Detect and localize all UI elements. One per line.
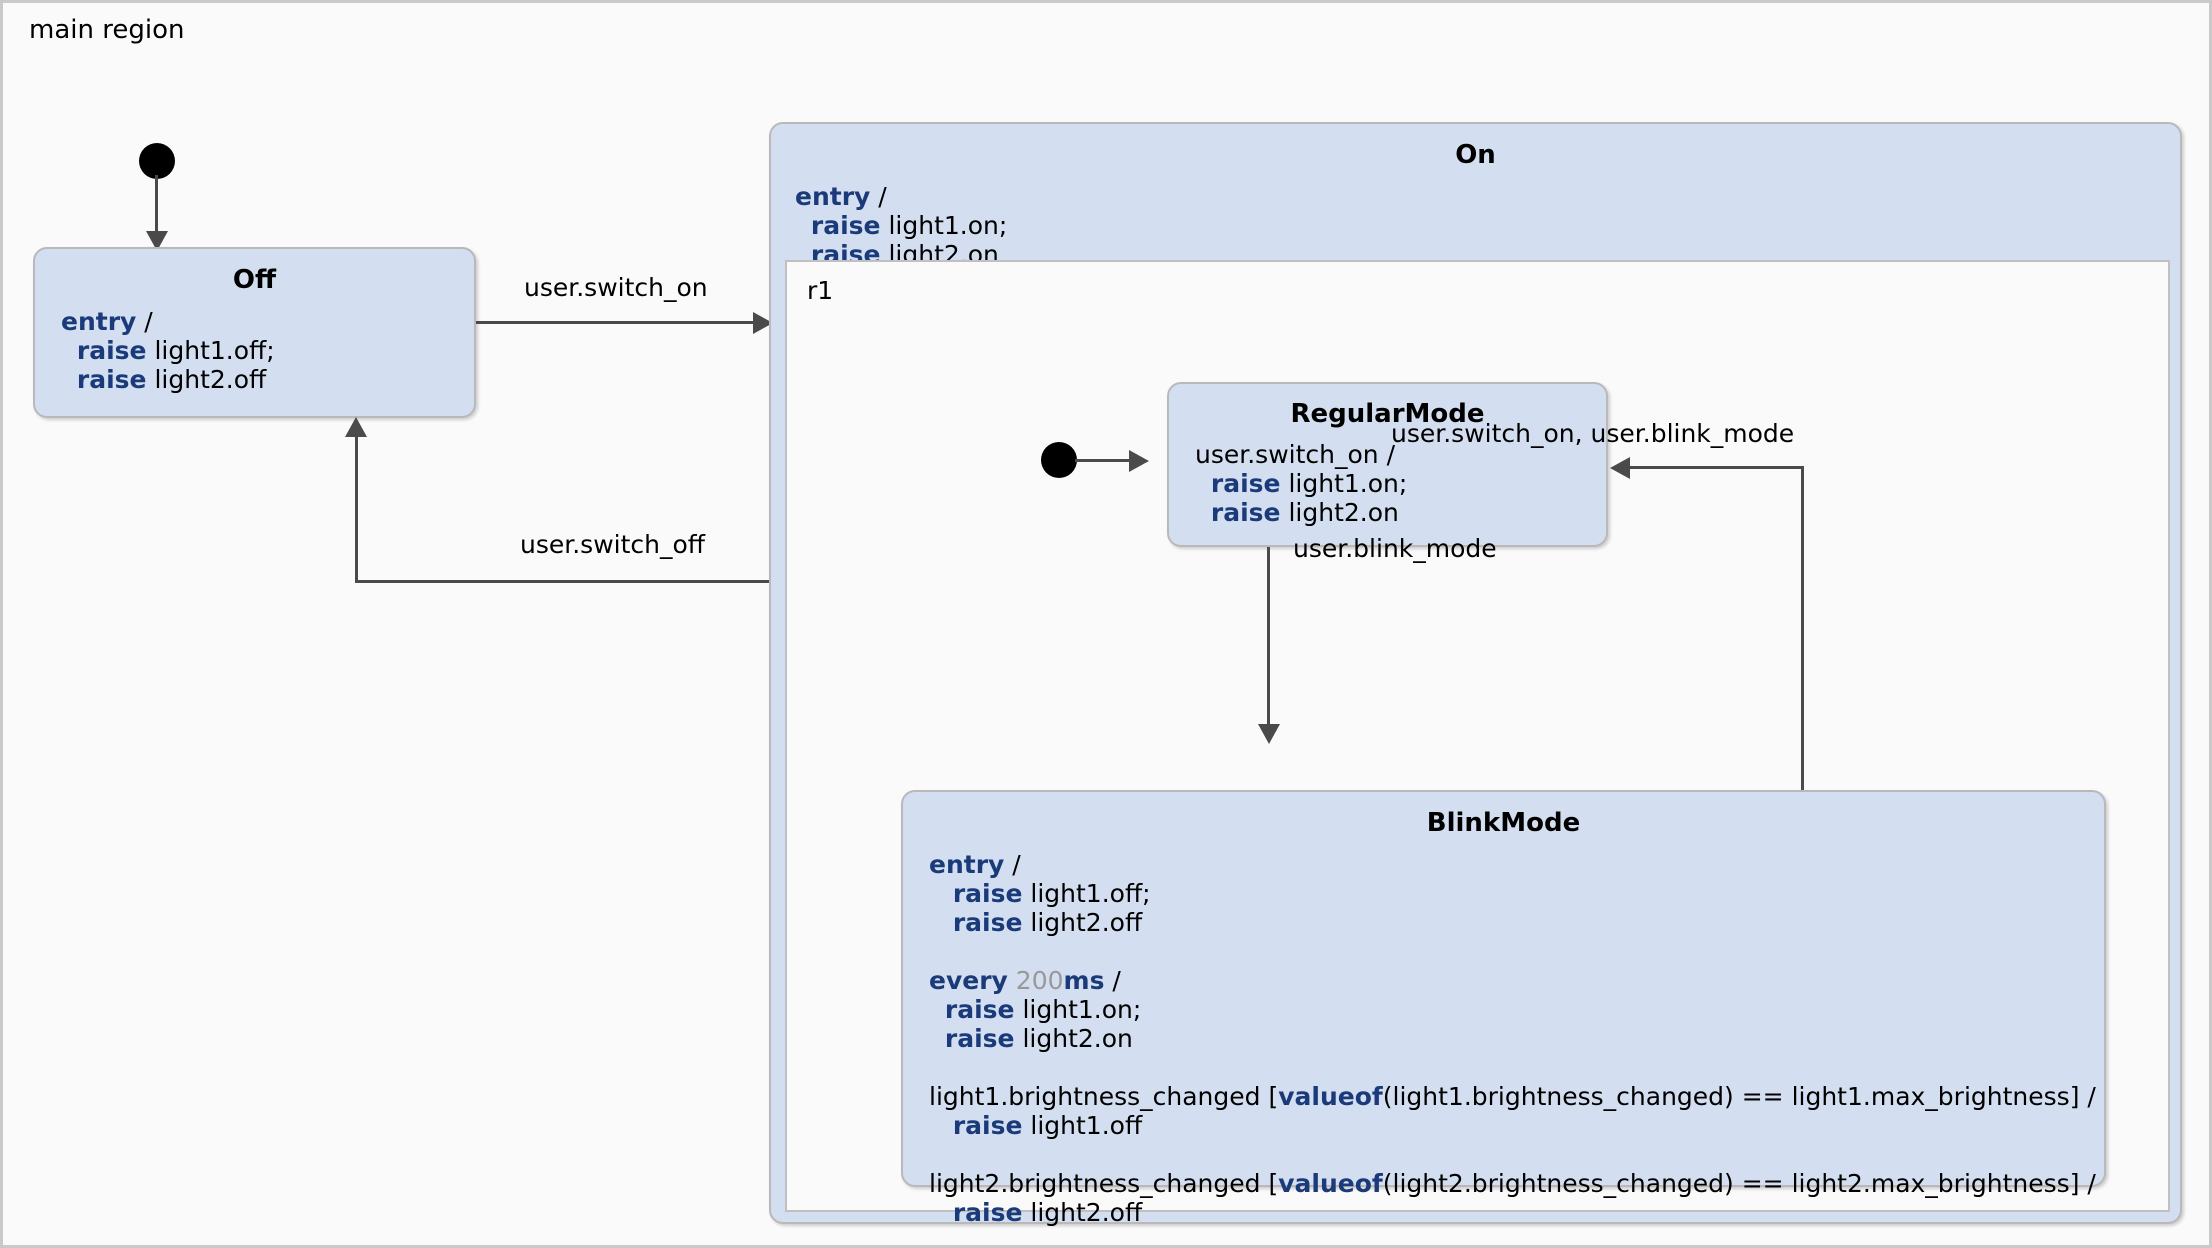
state-blinkmode-title: BlinkMode [1426, 808, 1581, 838]
connector-on-to-off-horizontal [355, 580, 770, 583]
connector-blinkmode-to-regularmode-horizontal [1628, 466, 1804, 469]
arrowhead-initial-to-off [146, 231, 168, 251]
region-r1-label: r1 [807, 276, 834, 305]
state-off-title: Off [232, 265, 277, 295]
arrowhead-blinkmode-to-regularmode [1610, 457, 1630, 479]
connector-regularmode-to-blinkmode [1267, 547, 1270, 730]
state-on-title: On [1455, 140, 1496, 170]
connector-initial-to-off [155, 175, 158, 237]
state-blinkmode-body: entry / raise light1.off; raise light2.o… [929, 850, 2096, 1227]
state-regularmode-title: RegularMode [1290, 399, 1485, 429]
connector-off-to-on [476, 321, 765, 324]
arrowhead-regularmode-to-blinkmode [1258, 724, 1280, 744]
transition-label-regularmode-to-blinkmode: user.blink_mode [1293, 534, 1497, 563]
state-regularmode[interactable]: RegularMode user.switch_on / raise light… [1167, 382, 1608, 547]
arrowhead-off-to-on [753, 312, 773, 334]
transition-label-off-to-on: user.switch_on [524, 273, 708, 302]
connector-blinkmode-to-regularmode-vertical [1801, 466, 1804, 794]
connector-initial-to-regularmode [1075, 459, 1141, 462]
state-on-body: entry / raise light1.on; raise light2.on [795, 182, 1008, 269]
state-off[interactable]: Off entry / raise light1.off; raise ligh… [33, 247, 476, 418]
connector-on-to-off-vertical [355, 435, 358, 581]
transition-label-blinkmode-to-regularmode: user.switch_on, user.blink_mode [1391, 419, 1795, 448]
main-region-label: main region [29, 15, 185, 45]
transition-label-on-to-off: user.switch_off [520, 530, 706, 559]
initial-node-r1 [1041, 442, 1077, 478]
state-on[interactable]: On entry / raise light1.on; raise light2… [769, 122, 2182, 1227]
initial-node-main [139, 143, 175, 179]
state-blinkmode[interactable]: BlinkMode entry / raise light1.off; rais… [901, 790, 2106, 1227]
arrowhead-initial-to-regularmode [1129, 450, 1149, 472]
region-r1: r1 RegularMode user.switch_on / raise li… [785, 260, 2170, 1227]
arrowhead-on-to-off [345, 417, 367, 437]
state-off-body: entry / raise light1.off; raise light2.o… [61, 307, 275, 394]
state-regularmode-body: user.switch_on / raise light1.on; raise … [1195, 440, 1408, 527]
